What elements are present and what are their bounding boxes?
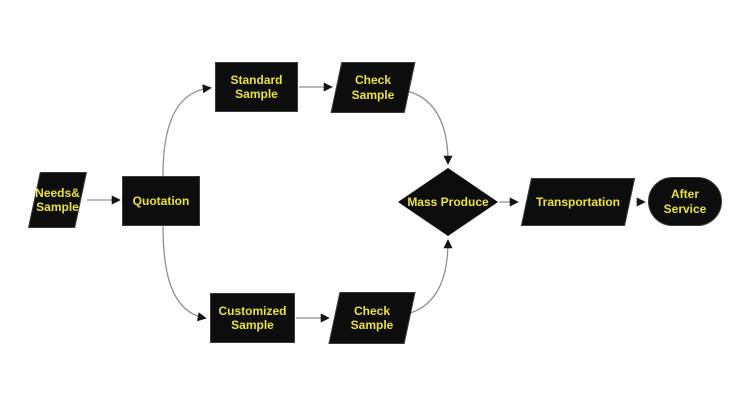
node-needs-sample: Needs& Sample	[28, 172, 87, 228]
node-standard-sample: Standard Sample	[215, 62, 298, 112]
node-quotation: Quotation	[122, 176, 200, 226]
node-after-service: After Service	[648, 177, 722, 226]
node-label: Needs& Sample	[35, 185, 80, 214]
node-customized-sample: Customized Sample	[210, 293, 295, 343]
node-mass-produce: Mass Produce	[398, 168, 498, 236]
connector-check-bottom-to-mass-produce	[406, 239, 453, 315]
rectangle-shape	[210, 293, 295, 343]
node-check-sample-bottom: Check Sample	[328, 292, 416, 344]
rectangle-shape	[215, 62, 298, 112]
node-label: Customized Sample	[218, 303, 287, 332]
connector-quotation-to-standard	[162, 84, 212, 177]
connector-quotation-to-customized	[162, 225, 207, 322]
node-label: Transportation	[535, 194, 620, 209]
node-check-sample-top: Check Sample	[330, 62, 416, 113]
stadium-shape	[648, 177, 722, 226]
node-label: Check Sample	[351, 73, 395, 102]
rectangle-shape	[122, 176, 200, 226]
node-label: Standard Sample	[230, 72, 283, 101]
node-label: Check Sample	[350, 303, 394, 332]
node-label: Mass Produce	[407, 194, 489, 209]
connector-check-top-to-mass-produce	[406, 90, 453, 165]
node-transportation: Transportation	[520, 178, 636, 226]
node-label: Quotation	[132, 193, 190, 208]
node-label: After Service	[663, 187, 707, 216]
